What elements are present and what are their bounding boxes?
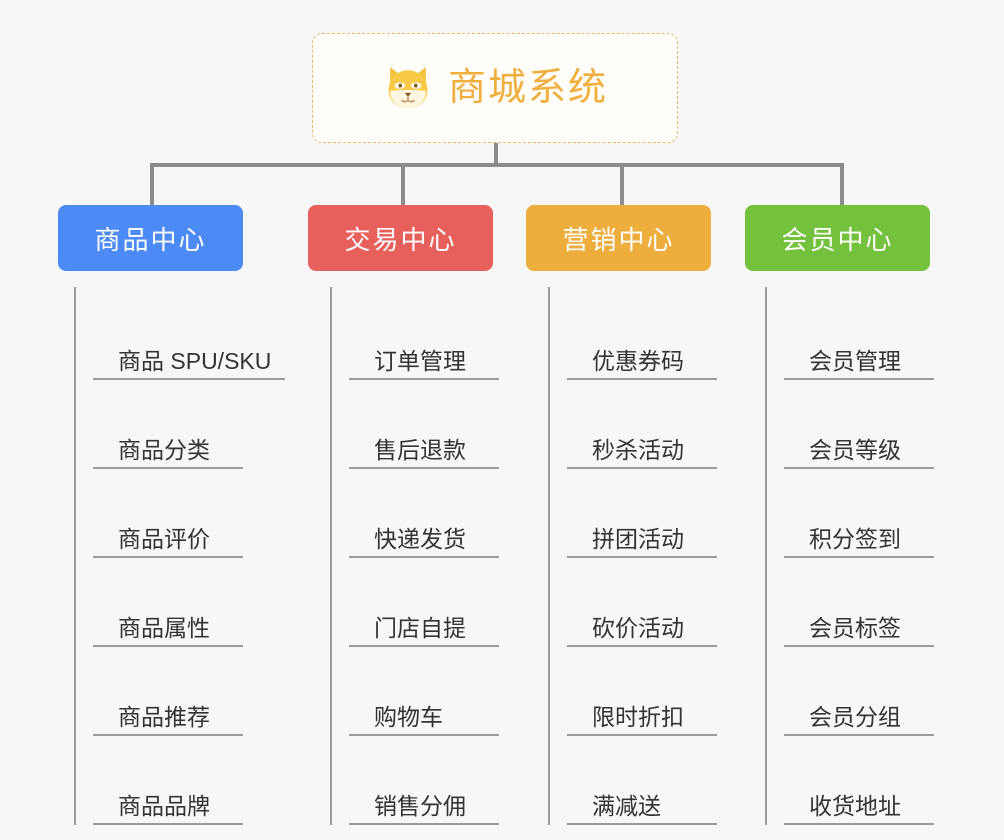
leaf-label: 商品属性 bbox=[118, 614, 210, 641]
leaf-label: 商品推荐 bbox=[118, 703, 210, 730]
leaf-item[interactable]: 砍价活动 bbox=[567, 558, 717, 647]
leaf-label: 商品评价 bbox=[118, 525, 210, 552]
category-column-marketing-center: 营销中心优惠券码秒杀活动拼团活动砍价活动限时折扣满减送 bbox=[526, 205, 717, 825]
leaf-item[interactable]: 积分签到 bbox=[784, 469, 934, 558]
leaf-item[interactable]: 商品属性 bbox=[93, 558, 243, 647]
leaf-label: 积分签到 bbox=[809, 525, 901, 552]
leaf-item[interactable]: 订单管理 bbox=[349, 291, 499, 380]
category-column-product-center: 商品中心商品 SPU/SKU 商品分类商品评价商品属性商品推荐商品品牌 bbox=[58, 205, 286, 825]
leaf-item[interactable]: 快递发货 bbox=[349, 469, 499, 558]
leaf-item[interactable]: 会员标签 bbox=[784, 558, 934, 647]
leaf-label: 砍价活动 bbox=[592, 614, 684, 641]
leaf-label: 会员标签 bbox=[809, 614, 901, 641]
leaf-list-marketing-center: 优惠券码秒杀活动拼团活动砍价活动限时折扣满减送 bbox=[548, 287, 717, 825]
category-label: 交易中心 bbox=[344, 224, 457, 255]
category-box-marketing-center[interactable]: 营销中心 bbox=[526, 205, 711, 271]
leaf-list-member-center: 会员管理会员等级积分签到会员标签会员分组收货地址 bbox=[765, 287, 934, 825]
leaf-item[interactable]: 门店自提 bbox=[349, 558, 499, 647]
category-label: 商品中心 bbox=[94, 224, 207, 255]
category-column-member-center: 会员中心会员管理会员等级积分签到会员标签会员分组收货地址 bbox=[745, 205, 934, 825]
leaf-label: 售后退款 bbox=[374, 436, 466, 463]
category-label: 营销中心 bbox=[562, 224, 675, 255]
category-box-product-center[interactable]: 商品中心 bbox=[58, 205, 243, 271]
leaf-label: 商品品牌 bbox=[118, 792, 210, 819]
shiba-dog-face-icon bbox=[388, 66, 428, 110]
leaf-item[interactable]: 购物车 bbox=[349, 647, 499, 736]
leaf-item[interactable]: 拼团活动 bbox=[567, 469, 717, 558]
category-column-trade-center: 交易中心订单管理售后退款快递发货门店自提购物车销售分佣 bbox=[308, 205, 499, 825]
category-label: 会员中心 bbox=[781, 224, 894, 255]
leaf-label: 拼团活动 bbox=[592, 525, 684, 552]
leaf-label: 秒杀活动 bbox=[592, 436, 684, 463]
leaf-item[interactable]: 售后退款 bbox=[349, 380, 499, 469]
leaf-item[interactable]: 满减送 bbox=[567, 736, 717, 825]
leaf-item[interactable]: 限时折扣 bbox=[567, 647, 717, 736]
leaf-label: 满减送 bbox=[592, 792, 661, 819]
leaf-label: 购物车 bbox=[374, 703, 443, 730]
leaf-item[interactable]: 商品分类 bbox=[93, 380, 243, 469]
leaf-item[interactable]: 秒杀活动 bbox=[567, 380, 717, 469]
root-title: 商城系统 bbox=[447, 67, 608, 109]
leaf-item[interactable]: 会员管理 bbox=[784, 291, 934, 380]
category-box-trade-center[interactable]: 交易中心 bbox=[308, 205, 493, 271]
leaf-label: 商品 SPU/SKU bbox=[118, 347, 272, 374]
leaf-label: 销售分佣 bbox=[374, 792, 466, 819]
leaf-list-product-center: 商品 SPU/SKU 商品分类商品评价商品属性商品推荐商品品牌 bbox=[74, 287, 286, 825]
leaf-item[interactable]: 会员分组 bbox=[784, 647, 934, 736]
leaf-label: 门店自提 bbox=[374, 614, 466, 641]
leaf-label: 会员等级 bbox=[809, 436, 901, 463]
leaf-label: 订单管理 bbox=[374, 347, 466, 374]
leaf-item[interactable]: 会员等级 bbox=[784, 380, 934, 469]
leaf-label: 商品分类 bbox=[118, 436, 210, 463]
leaf-item[interactable]: 销售分佣 bbox=[349, 736, 499, 825]
leaf-item[interactable]: 商品 SPU/SKU bbox=[93, 291, 286, 380]
category-box-member-center[interactable]: 会员中心 bbox=[745, 205, 930, 271]
leaf-label: 优惠券码 bbox=[592, 347, 684, 374]
root-node[interactable]: 商城系统 bbox=[312, 33, 678, 143]
leaf-label: 会员分组 bbox=[809, 703, 901, 730]
leaf-label: 限时折扣 bbox=[592, 703, 684, 730]
leaf-item[interactable]: 商品评价 bbox=[93, 469, 243, 558]
leaf-label: 收货地址 bbox=[809, 792, 901, 819]
leaf-label: 会员管理 bbox=[809, 347, 901, 374]
leaf-item[interactable]: 优惠券码 bbox=[567, 291, 717, 380]
leaf-list-trade-center: 订单管理售后退款快递发货门店自提购物车销售分佣 bbox=[330, 287, 499, 825]
leaf-item[interactable]: 商品品牌 bbox=[93, 736, 243, 825]
leaf-label: 快递发货 bbox=[374, 525, 466, 552]
leaf-item[interactable]: 商品推荐 bbox=[93, 647, 243, 736]
leaf-item[interactable]: 收货地址 bbox=[784, 736, 934, 825]
